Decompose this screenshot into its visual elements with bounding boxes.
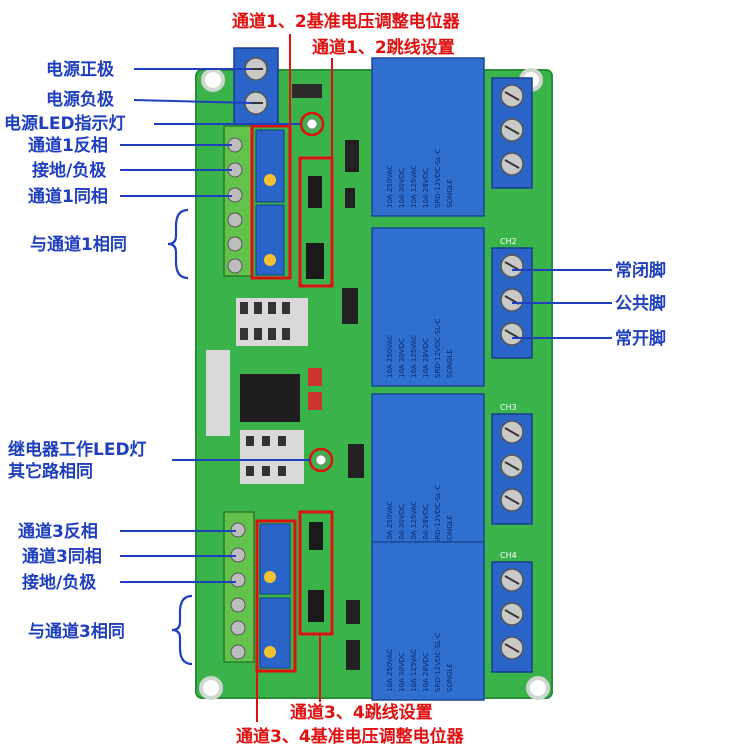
label-power-negative: 电源负极 <box>46 90 114 110</box>
mounting-hole <box>199 676 223 700</box>
jumpers-bottom <box>308 522 324 622</box>
output-terminal <box>491 77 533 189</box>
label-ch12-jumper: 通道1、2跳线设置 <box>312 38 455 58</box>
label-common: 公共脚 <box>615 294 666 314</box>
output-terminal: CH4 <box>491 551 533 673</box>
mounting-hole <box>201 68 225 92</box>
label-ch3-inverted: 通道3反相 <box>18 522 98 542</box>
label-relay-led-1: 继电器工作LED灯 <box>8 440 147 460</box>
relay-led <box>315 454 327 466</box>
mounting-hole <box>526 676 550 700</box>
label-ground-negative-1: 接地/负极 <box>32 161 107 181</box>
label-relay-led-2: 其它路相同 <box>8 462 93 482</box>
label-same-as-ch3: 与通道3相同 <box>28 622 125 642</box>
red-leader-lines <box>256 34 333 722</box>
highlight-power-led <box>299 111 325 137</box>
label-power-positive: 电源正极 <box>46 60 114 80</box>
label-power-led: 电源LED指示灯 <box>4 114 126 134</box>
leader-lines <box>120 68 612 666</box>
channel-label: CH4 <box>500 551 517 560</box>
highlight-jumper-top <box>298 156 334 288</box>
label-normally-closed: 常闭脚 <box>615 261 666 281</box>
output-terminal: CH2 <box>491 237 533 359</box>
label-ch1-same-phase: 通道1同相 <box>28 187 108 207</box>
label-same-as-ch1: 与通道1相同 <box>30 235 127 255</box>
highlight-potentiometer-top <box>250 124 292 280</box>
jumpers-top <box>306 176 324 279</box>
smd-components <box>206 84 364 670</box>
output-terminal: CH3 <box>491 403 533 525</box>
power-led <box>306 118 318 130</box>
label-ch34-jumper: 通道3、4跳线设置 <box>290 703 433 723</box>
label-ch3-same-phase: 通道3同相 <box>22 547 102 567</box>
label-normally-open: 常开脚 <box>615 329 666 349</box>
label-ch1-inverted: 通道1反相 <box>28 136 108 156</box>
potentiometers-bottom <box>259 523 291 669</box>
highlight-jumper-bottom <box>298 510 334 636</box>
potentiometers-top <box>255 129 285 276</box>
power-terminal <box>233 47 279 125</box>
channel-label: CH3 <box>500 403 517 412</box>
input-terminal-bottom <box>223 511 255 663</box>
input-terminal-top <box>223 125 253 277</box>
label-ch12-potentiometer: 通道1、2基准电压调整电位器 <box>232 12 460 32</box>
label-ch34-potentiometer: 通道3、4基准电压调整电位器 <box>236 727 464 747</box>
label-ground-negative-3: 接地/负极 <box>22 573 97 593</box>
channel-label: CH2 <box>500 237 517 246</box>
highlight-potentiometer-bottom <box>255 519 297 673</box>
